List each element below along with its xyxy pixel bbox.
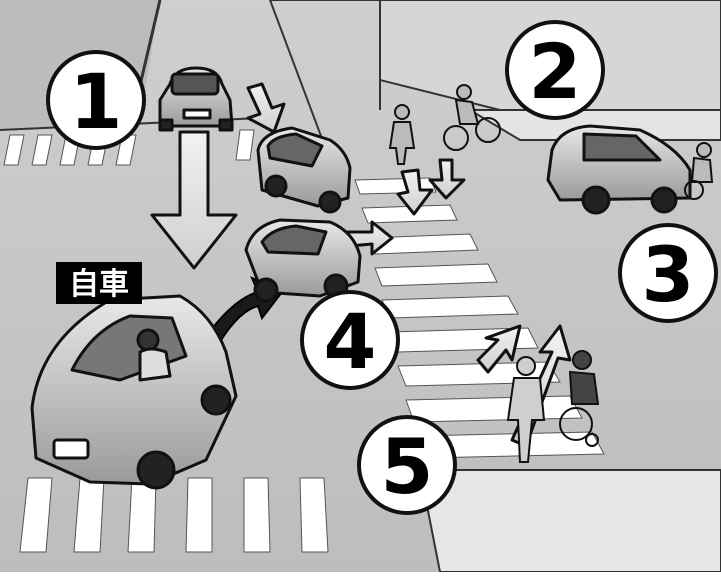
marker-1: 1 <box>48 52 144 148</box>
marker-5: 5 <box>359 417 455 513</box>
marker-5-label: 5 <box>381 422 434 511</box>
sidewalk-bottom-right <box>420 470 721 572</box>
marker-2: 2 <box>507 22 603 118</box>
own-car-label: 自車 <box>69 267 129 302</box>
own-car-badge: 自車 <box>56 262 142 304</box>
marker-3-label: 3 <box>642 230 695 319</box>
marker-4-label: 4 <box>324 297 377 386</box>
marker-3: 3 <box>620 225 716 321</box>
marker-4: 4 <box>302 292 398 388</box>
marker-1-label: 1 <box>70 57 123 146</box>
marker-2-label: 2 <box>529 27 582 116</box>
car-center <box>246 220 360 301</box>
